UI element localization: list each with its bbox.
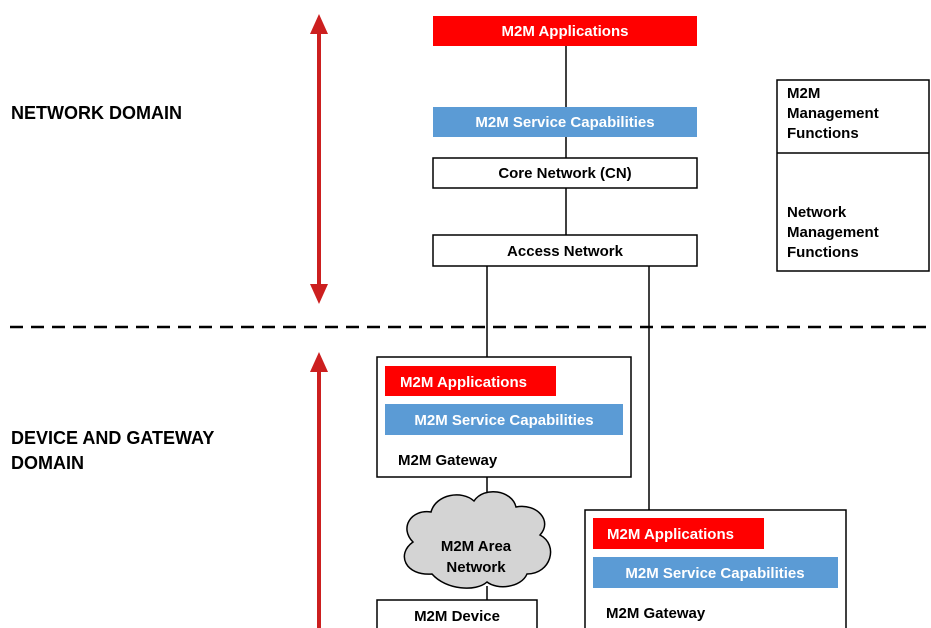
m2m-management-line1: M2M [787, 85, 820, 102]
management-functions-box: M2M Management Functions Network Managem… [776, 79, 930, 272]
m2m-management-line3: Functions [787, 125, 859, 142]
gateway-2-applications-box [593, 518, 764, 549]
network-management-line1: Network [787, 204, 847, 221]
network-service-capabilities-box: M2M Service Capabilities [433, 107, 697, 137]
gateway-1-service-capabilities-box [385, 404, 623, 435]
area-network-line2: Network [446, 559, 506, 576]
gateway-1-service-capabilities-label: M2M Service Capabilities [414, 412, 593, 429]
gateway-1-label: M2M Gateway [398, 452, 498, 469]
gateway-2-service-capabilities-label: M2M Service Capabilities [625, 565, 804, 582]
network-management-line2: Management [787, 224, 879, 241]
network-domain-arrow [310, 14, 328, 304]
gateway-2-service-capabilities-box [593, 557, 838, 588]
network-applications-label: M2M Applications [502, 23, 629, 40]
gateway-1-applications-label: M2M Applications [400, 374, 527, 391]
access-network-label: Access Network [507, 243, 624, 260]
device-label: M2M Device [414, 608, 500, 625]
access-network-box: Access Network [432, 234, 698, 267]
network-service-capabilities-label: M2M Service Capabilities [475, 114, 654, 131]
device-gateway-domain-title-line2: DOMAIN [11, 453, 84, 473]
device-gateway-domain-title-line1: DEVICE AND GATEWAY [11, 428, 214, 448]
gateway-1-applications-box [385, 366, 556, 396]
gateway-2-applications-label: M2M Applications [607, 526, 734, 543]
gateway-2-label: M2M Gateway [606, 605, 706, 622]
gateway-2-box: M2M Applications M2M Service Capabilitie… [584, 509, 847, 628]
cloud-icon [403, 491, 552, 589]
m2m-management-line2: Management [787, 105, 879, 122]
network-applications-box: M2M Applications [433, 16, 697, 46]
area-network-line1: M2M Area [441, 538, 512, 555]
network-management-line3: Functions [787, 244, 859, 261]
core-network-box: Core Network (CN) [432, 157, 698, 189]
device-gateway-domain-arrow [310, 352, 328, 628]
gateway-1-box: M2M Applications M2M Service Capabilitie… [376, 356, 632, 478]
core-network-label: Core Network (CN) [498, 165, 631, 182]
device-box: M2M Device [376, 599, 538, 628]
network-domain-title: NETWORK DOMAIN [11, 103, 182, 123]
area-network-cloud: M2M Area Network [403, 491, 552, 589]
